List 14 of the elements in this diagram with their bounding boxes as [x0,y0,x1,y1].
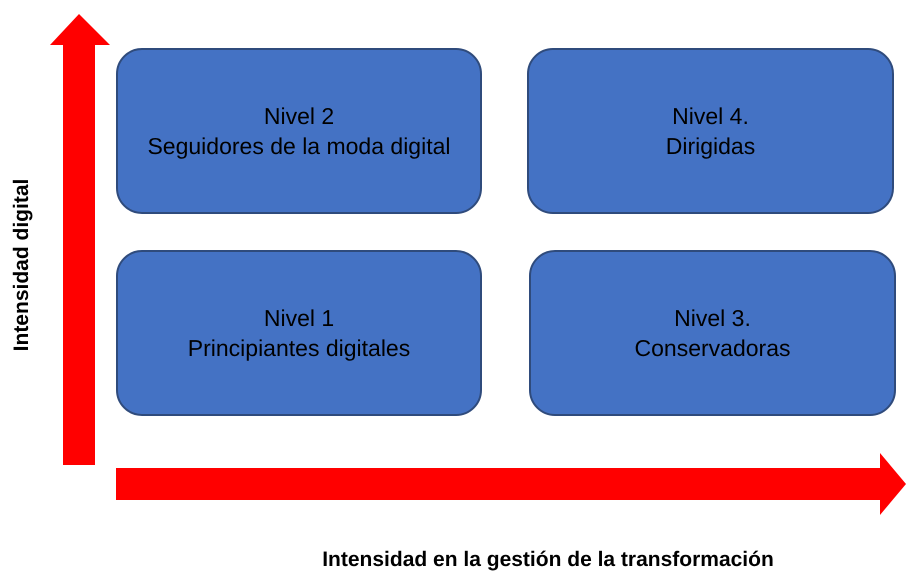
level-description: Dirigidas [666,132,756,161]
level-description: Principiantes digitales [188,334,410,363]
level-title: Nivel 3. [674,304,751,333]
level-box [116,48,482,214]
x-axis-title: Intensidad en la gestión de la transformación [322,548,774,572]
level-box [529,250,896,416]
level-title: Nivel 4. [672,102,749,131]
level-title: Nivel 1 [264,304,334,333]
level-box [116,250,482,416]
level-description: Seguidores de la moda digital [147,132,451,161]
level-description: Conservadoras [634,334,790,363]
y-axis-title: Intensidad digital [10,178,34,352]
level-box [527,48,894,214]
level-title: Nivel 2 [264,102,334,131]
